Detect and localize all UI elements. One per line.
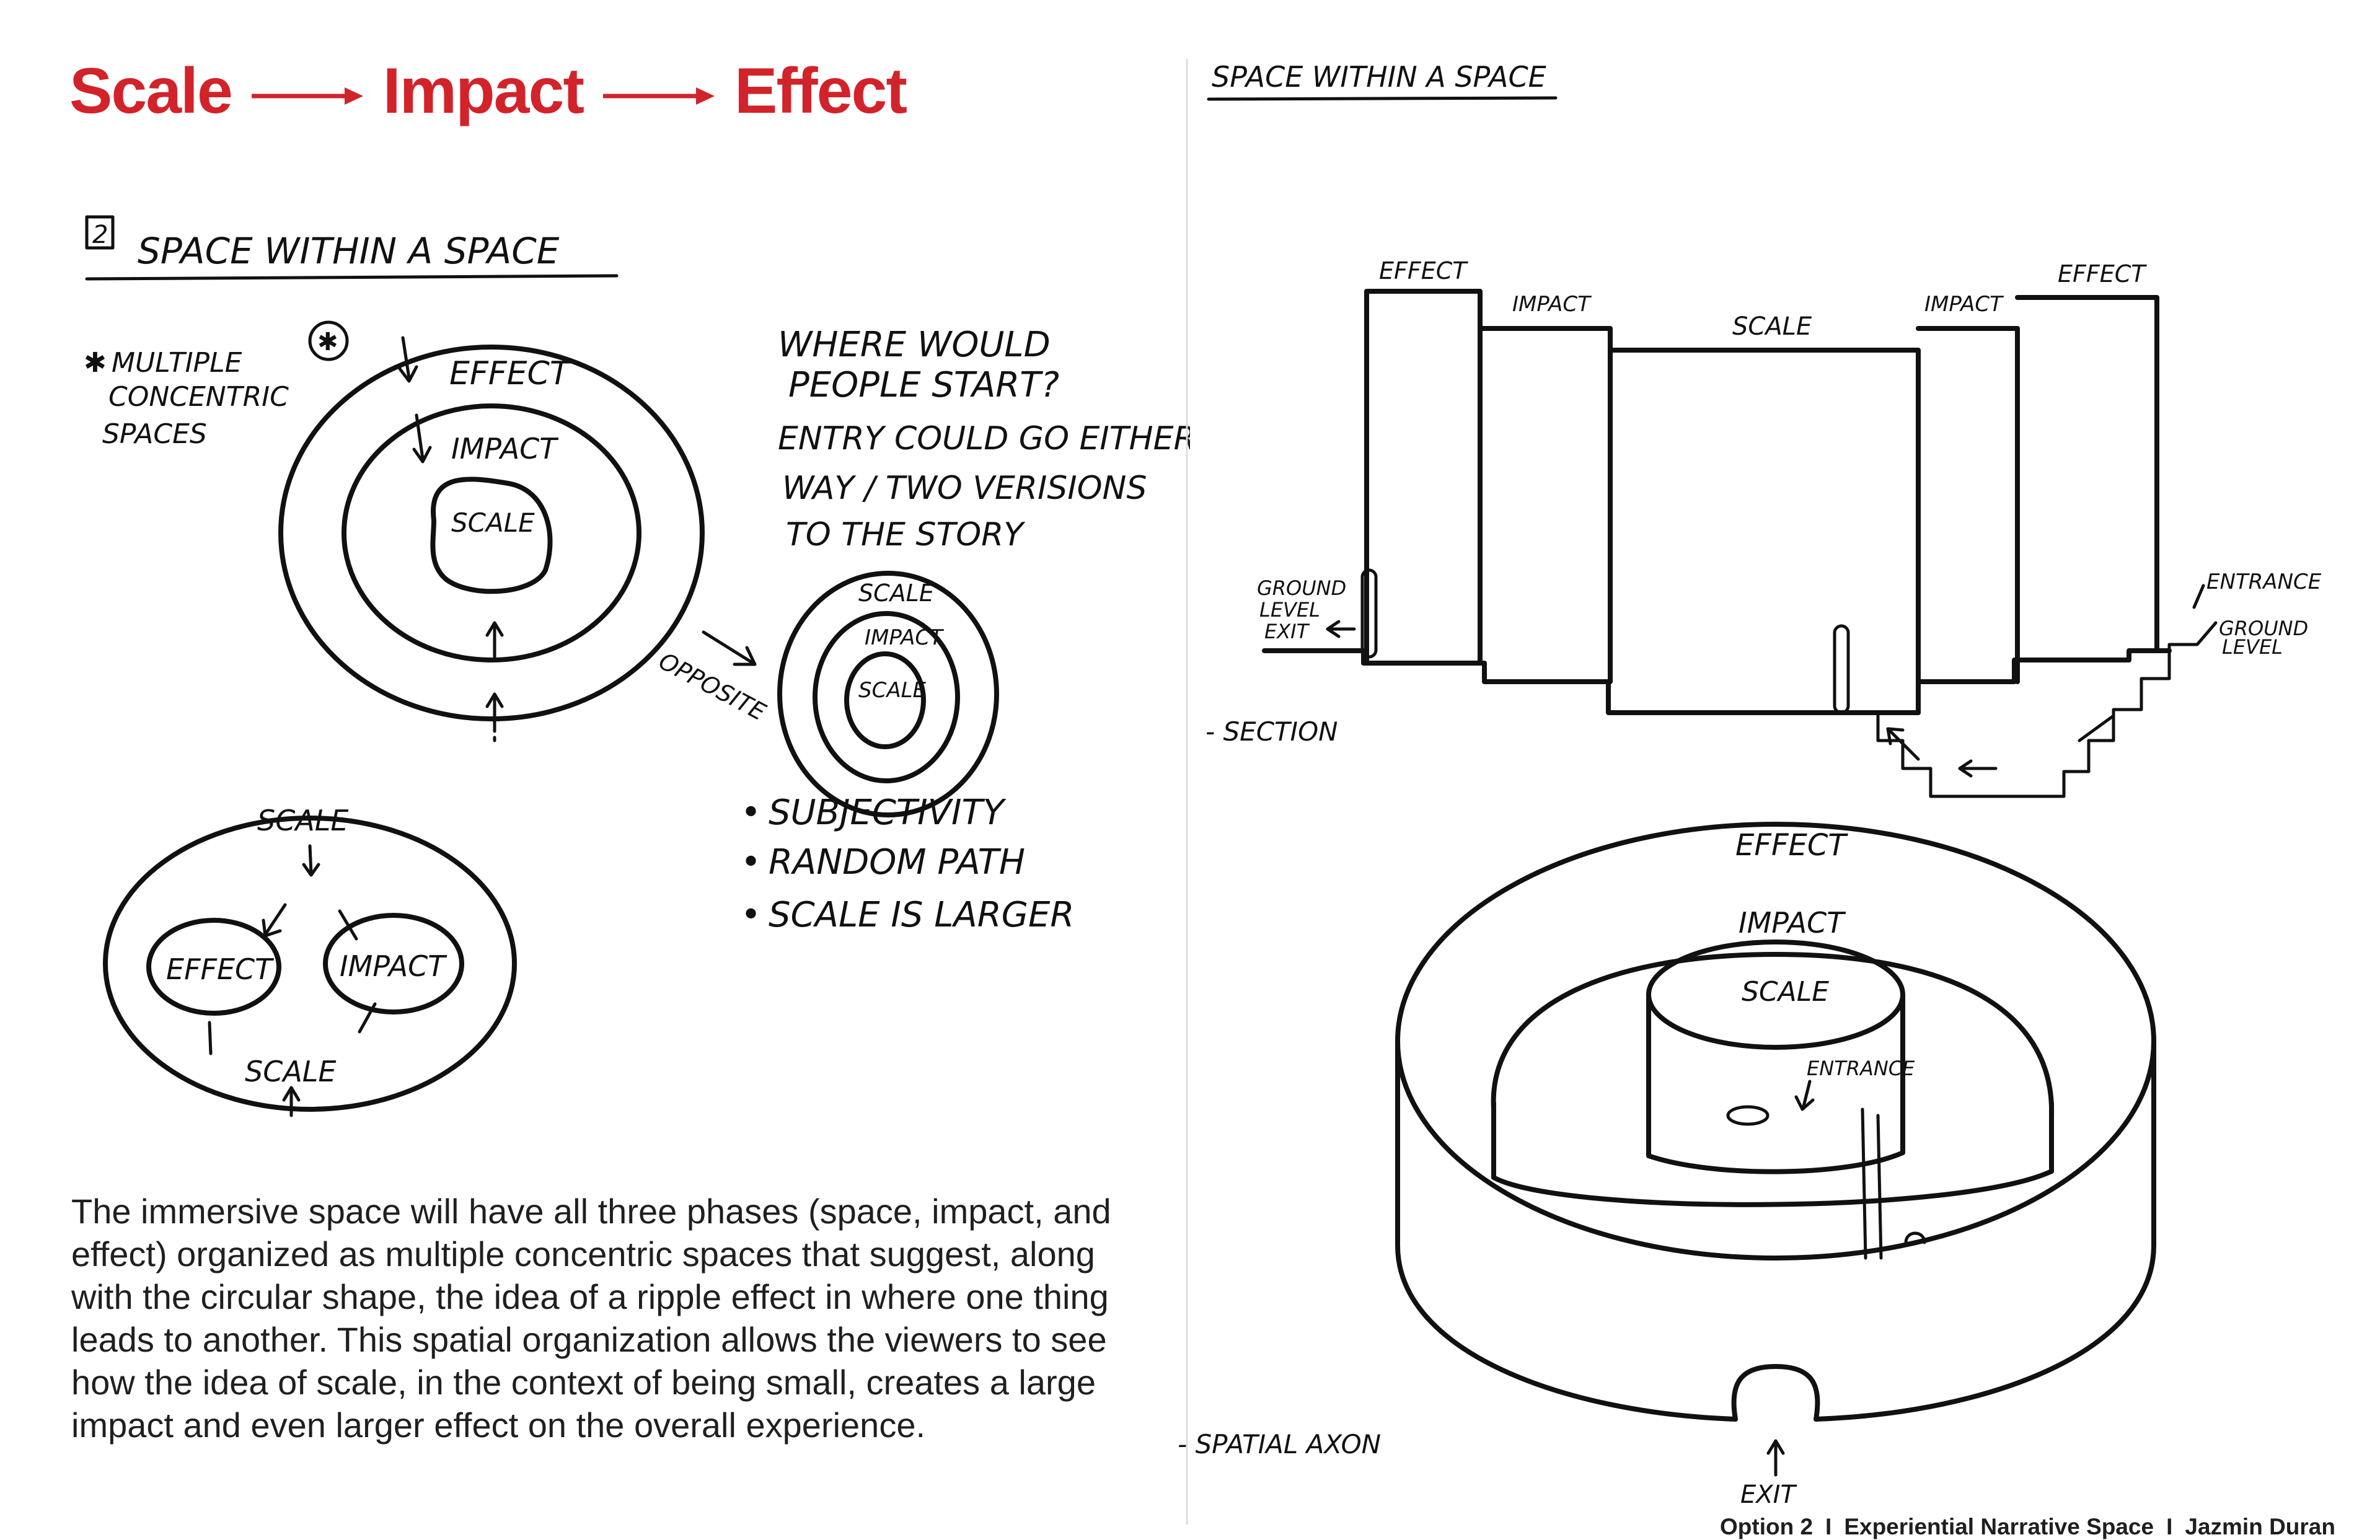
interior-door: [1833, 624, 1850, 715]
oval-effect: [146, 918, 281, 1016]
section-block-scale: [1608, 348, 1921, 715]
axon-entrance-label: ENTRANCE: [1807, 1057, 1915, 1080]
axon-label: - SPATIAL AXON: [1178, 1429, 1381, 1459]
axon-ring-impact: [1491, 952, 2055, 1118]
ring-label-scale: SCALE: [451, 508, 535, 538]
bullet-item: SCALE IS LARGER: [769, 895, 1074, 935]
entry-note-line: WAY / TWO VERISIONS: [782, 470, 1147, 507]
star-note-line: MULTIPLE: [112, 347, 242, 379]
opposite-ring-middle: [813, 611, 960, 783]
title-word-scale: Scale: [69, 55, 233, 127]
footer-separator: I: [1825, 1514, 1832, 1539]
opposite-label-middle: IMPACT: [865, 625, 944, 650]
axon-label-impact: IMPACT: [1739, 906, 1846, 939]
section-label-effect: EFFECT: [1379, 257, 1468, 284]
ground-exit-line: GROUND: [1257, 576, 1346, 600]
opposite-label-inner: SCALE: [858, 678, 927, 703]
opposite-ring-inner: [844, 651, 926, 749]
ring-impact: [342, 403, 641, 662]
circled-star-icon: [308, 320, 349, 361]
left-sketch: 2 SPACE WITHIN A SPACE ✱ MULTIPLE CONCEN…: [84, 215, 1190, 1117]
oval-label-left: EFFECT: [166, 953, 275, 986]
oval-outer: [103, 816, 517, 1112]
exit-door: [1360, 568, 1378, 659]
footer-author: Jazmin Duran: [2185, 1514, 2335, 1539]
oval-label-top: SCALE: [257, 804, 348, 837]
axon-exit-arch: [1731, 1364, 1820, 1422]
svg-text:✱: ✱: [317, 328, 338, 356]
section-label: - SECTION: [1205, 716, 1338, 747]
number-box: [85, 215, 115, 250]
arrow-right-icon: [251, 87, 363, 105]
star-note-line: SPACES: [102, 418, 207, 450]
axon-label-effect: EFFECT: [1735, 828, 1848, 863]
section-block-impact-left: [1478, 326, 1613, 684]
section-label-impact: IMPACT: [1924, 292, 2004, 317]
title-word-effect: Effect: [734, 55, 907, 127]
footer-project: Experiential Narrative Space: [1844, 1514, 2154, 1539]
axon-exit-label: EXIT: [1740, 1481, 1797, 1509]
ground-level-line: LEVEL: [2222, 635, 2283, 659]
entry-note-line: TO THE STORY: [786, 516, 1026, 553]
ground-exit-line: LEVEL: [1259, 598, 1320, 622]
section-label-impact: IMPACT: [1512, 292, 1592, 317]
heading-underline: [85, 274, 619, 281]
bullet-dot: •: [741, 793, 761, 833]
left-sketch-heading: SPACE WITHIN A SPACE: [138, 230, 560, 272]
opposite-ring-outer: [777, 571, 999, 817]
opposite-arrow: [702, 630, 755, 665]
entrance-label: ENTRANCE: [2206, 570, 2322, 594]
footer-option: Option 2: [1720, 1514, 1814, 1539]
right-heading-underline: [1207, 96, 1558, 101]
entry-note-line: ENTRY COULD GO EITHER: [778, 420, 1190, 457]
opposite-label-outer: SCALE: [858, 579, 934, 607]
star-icon: ✱: [84, 347, 107, 379]
sketch-number: 2: [92, 221, 108, 249]
description-paragraph: The immersive space will have all three …: [71, 1192, 1111, 1445]
ground-exit-line: EXIT: [1264, 620, 1310, 643]
entrance-stairs: [1876, 621, 2218, 798]
title-word-impact: Impact: [382, 55, 584, 127]
oval-label-bottom: SCALE: [245, 1055, 336, 1088]
question-line: WHERE WOULD: [778, 325, 1051, 365]
question-line: PEOPLE START?: [788, 365, 1059, 405]
bullet-dot: •: [741, 842, 761, 882]
section-block-effect-left: [1364, 289, 1483, 662]
right-sketch-heading: SPACE WITHIN A SPACE: [1212, 60, 1546, 94]
ground-level-line: GROUND: [2219, 617, 2308, 640]
section-label-effect: EFFECT: [2058, 260, 2147, 288]
axon-entrance-door: [1726, 1105, 1770, 1126]
section-block-effect-right: [2015, 295, 2159, 653]
ring-scale: [430, 477, 553, 594]
oval-label-right: IMPACT: [340, 949, 447, 983]
footer-separator: I: [2166, 1514, 2173, 1539]
bullet-item: SUBJECTIVITY: [769, 793, 1007, 833]
section-block-impact-right: [1916, 326, 2020, 684]
oval-impact: [323, 913, 464, 1014]
section-label-scale: SCALE: [1732, 312, 1812, 341]
star-note-line: CONCENTRIC: [108, 381, 289, 413]
ring-label-effect: EFFECT: [449, 355, 572, 392]
arrow-right-icon: [603, 87, 715, 105]
ring-label-impact: IMPACT: [451, 432, 559, 465]
bullet-dot: •: [741, 895, 761, 935]
footer: Option 2 I Experiential Narrative Space I Ja…: [1720, 1514, 2335, 1540]
ring-effect: [278, 345, 705, 721]
axon-label-scale: SCALE: [1742, 976, 1829, 1008]
bullet-item: RANDOM PATH: [769, 842, 1025, 882]
